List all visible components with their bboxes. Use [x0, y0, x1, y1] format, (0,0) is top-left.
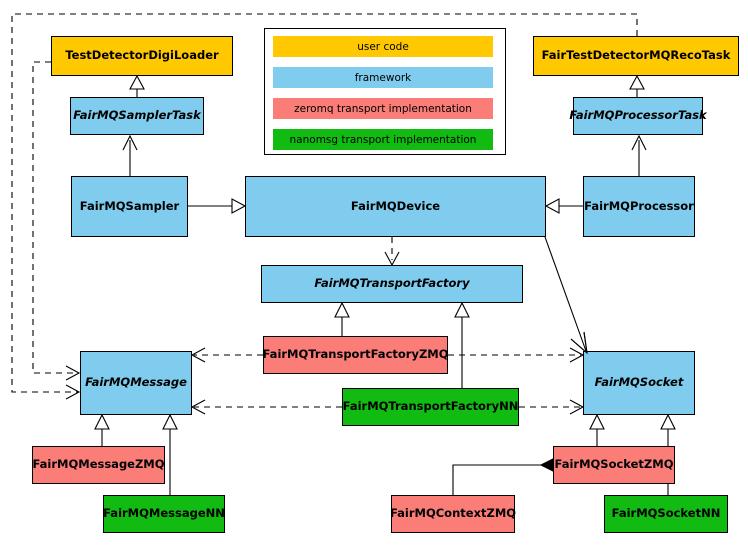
- edge-device-to-transportfactory: [384, 237, 400, 267]
- class-box-fairmqdevice[interactable]: FairMQDevice: [245, 176, 546, 237]
- class-label: FairMQSocket: [594, 375, 684, 390]
- class-box-testdetectordigiloader[interactable]: TestDetectorDigiLoader: [51, 36, 233, 76]
- class-label: FairMQMessage: [85, 375, 187, 390]
- edge-tfnn-to-transportfactory: [454, 301, 470, 388]
- class-label: FairMQSampler: [79, 198, 180, 213]
- class-box-fairmqtransportfactorynn[interactable]: FairMQTransportFactoryNN: [342, 388, 519, 426]
- legend-row-nanomsg: nanomsg transport implementation: [273, 129, 493, 150]
- class-label: FairMQContextZMQ: [389, 506, 517, 521]
- edge-processor-to-device: [544, 198, 583, 214]
- legend-row-zeromq: zeromq transport implementation: [273, 98, 493, 119]
- edge-samplertask-to-digiloader: [129, 74, 145, 97]
- edge-tfnn-to-message: [190, 399, 342, 415]
- class-box-fairmqmessagezmq[interactable]: FairMQMessageZMQ: [32, 446, 165, 484]
- edge-sampler-to-samplertask: [122, 134, 138, 176]
- edge-processor-to-processortask: [631, 134, 647, 176]
- edge-messagezmq-to-message: [94, 413, 110, 446]
- edge-digiloader-to-message: [32, 61, 81, 381]
- legend-row-user-code: user code: [273, 36, 493, 57]
- legend-row-framework: framework: [273, 67, 493, 88]
- class-box-fairmqsocketnn[interactable]: FairMQSocketNN: [604, 495, 728, 533]
- class-label: FairMQTransportFactoryZMQ: [262, 347, 449, 362]
- class-box-fairmqtransportfactoryzmq[interactable]: FairMQTransportFactoryZMQ: [262, 336, 449, 374]
- edge-socketzmq-to-socket: [589, 413, 605, 446]
- class-box-fairmqsamplertask[interactable]: FairMQSamplerTask: [70, 97, 204, 135]
- class-label: FairMQSocketNN: [611, 506, 721, 521]
- class-label: FairMQSocketZMQ: [554, 457, 674, 472]
- class-box-fairmqprocessortask[interactable]: FairMQProcessorTask: [569, 97, 707, 135]
- class-label: FairMQTransportFactory: [314, 276, 470, 291]
- legend-label-framework: framework: [354, 71, 412, 84]
- legend-label-zeromq: zeromq transport implementation: [294, 102, 472, 115]
- edge-messagenn-to-message: [162, 413, 178, 495]
- class-box-fairmqtransportfactory[interactable]: FairMQTransportFactory: [261, 265, 523, 303]
- class-box-fairmqsocketzmq[interactable]: FairMQSocketZMQ: [553, 446, 675, 484]
- edge-tfnn-to-socket: [519, 399, 585, 415]
- class-label: FairMQDevice: [350, 198, 441, 213]
- class-box-fairmqcontextzmq[interactable]: FairMQContextZMQ: [389, 495, 517, 533]
- edge-device-to-socket: [544, 236, 588, 355]
- edge-tfzmq-to-message: [190, 347, 263, 363]
- class-label: FairMQMessageZMQ: [32, 457, 165, 472]
- legend-label-user-code: user code: [357, 40, 409, 53]
- class-label: FairMQProcessor: [584, 198, 694, 213]
- class-label: FairMQSamplerTask: [73, 108, 201, 123]
- class-box-fairtestdetectormqrecotask[interactable]: FairTestDetectorMQRecoTask: [533, 36, 739, 76]
- class-box-fairmqmessage[interactable]: FairMQMessage: [80, 351, 192, 415]
- class-label: FairTestDetectorMQRecoTask: [541, 48, 731, 63]
- class-label: TestDetectorDigiLoader: [65, 48, 219, 63]
- class-box-fairmqmessagenn[interactable]: FairMQMessageNN: [103, 495, 225, 533]
- class-label: FairMQTransportFactoryNN: [342, 399, 519, 414]
- edge-tfzmq-to-socket: [448, 347, 585, 363]
- class-box-fairmqsampler[interactable]: FairMQSampler: [71, 176, 188, 237]
- class-label: FairMQProcessorTask: [569, 108, 707, 123]
- edge-sampler-to-device: [188, 198, 247, 214]
- edge-recotask-to-message: [11, 13, 638, 400]
- class-box-fairmqsocket[interactable]: FairMQSocket: [583, 351, 695, 415]
- legend-panel: user code framework zeromq transport imp…: [264, 28, 506, 155]
- legend-label-nanomsg: nanomsg transport implementation: [289, 133, 477, 146]
- edge-tfzmq-to-transportfactory: [334, 301, 350, 336]
- class-box-fairmqprocessor[interactable]: FairMQProcessor: [583, 176, 695, 237]
- edge-processortask-to-recotask: [629, 74, 645, 97]
- class-label: FairMQMessageNN: [103, 506, 225, 521]
- edge-contextzmq-to-socketzmq: [452, 458, 567, 495]
